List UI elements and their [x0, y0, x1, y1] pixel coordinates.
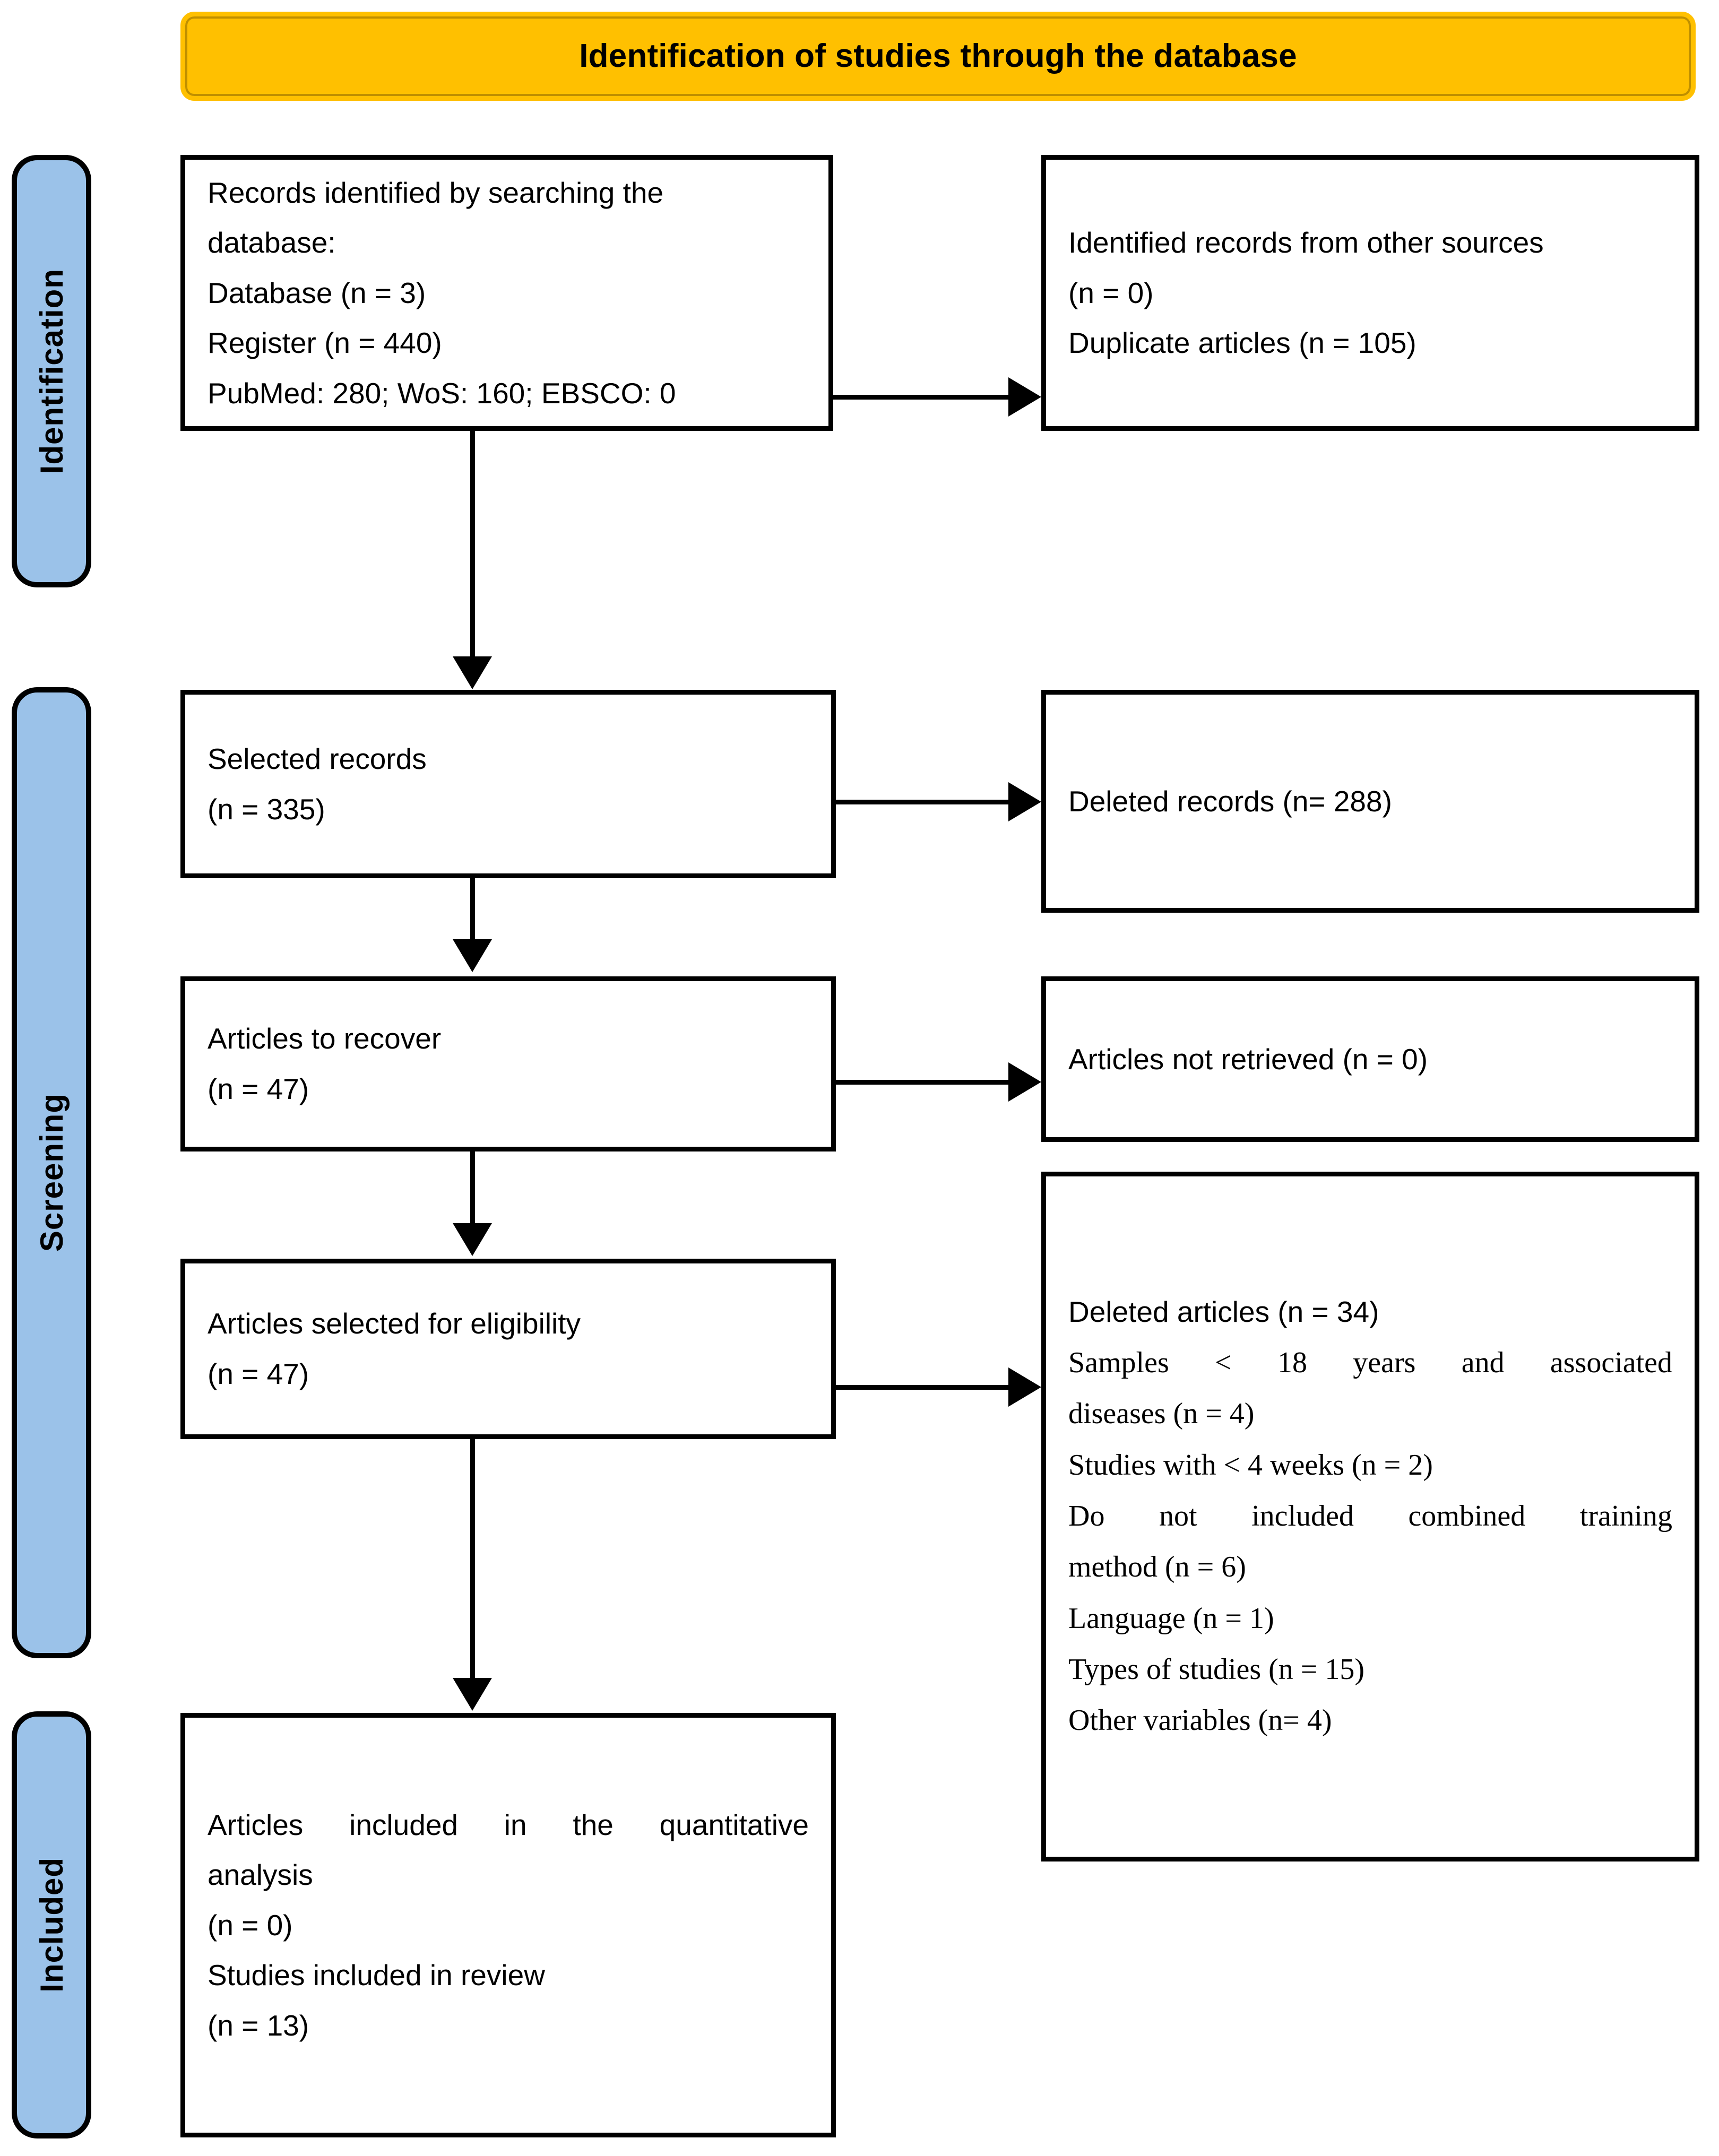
stage-rail-identification-label: Identification: [33, 268, 70, 474]
box-records-identified: Records identified by searching the data…: [180, 155, 833, 431]
box-line-heading: Deleted articles (n = 34): [1068, 1295, 1379, 1329]
arrowhead-right: [1008, 1367, 1041, 1407]
arrowhead-down: [453, 1678, 492, 1711]
box-deleted-records: Deleted records (n= 288): [1041, 690, 1699, 913]
box-articles-not-retrieved: Articles not retrieved (n = 0): [1041, 976, 1699, 1142]
connector-eligibility-to-deleted-articles: [836, 1385, 1008, 1390]
box-line: (n = 0): [208, 1908, 293, 1942]
connector-identified-to-other-sources: [833, 395, 1008, 400]
stage-rail-included-label: Included: [33, 1857, 70, 1993]
box-articles-selected-for-eligibility: Articles selected for eligibility (n = 4…: [180, 1259, 836, 1439]
arrowhead-right: [1008, 377, 1041, 417]
connector-recover-to-eligibility: [470, 1151, 475, 1223]
stage-rail-included: Included: [12, 1711, 91, 2138]
box-selected-records: Selected records (n = 335): [180, 690, 836, 878]
connector-recover-to-not-retrieved: [836, 1080, 1008, 1085]
box-line: Selected records: [208, 742, 427, 775]
box-line: PubMed: 280; WoS: 160; EBSCO: 0: [208, 376, 676, 410]
page-title: Identification of studies through the da…: [579, 37, 1297, 74]
arrowhead-right: [1008, 1062, 1041, 1102]
box-articles-to-recover: Articles to recover (n = 47): [180, 976, 836, 1151]
box-line: Articles to recover: [208, 1022, 442, 1055]
arrowhead-right: [1008, 782, 1041, 821]
connector-selected-to-recover: [470, 878, 475, 939]
box-deleted-articles: Deleted articles (n = 34) Samples < 18 y…: [1041, 1172, 1699, 1861]
box-line: Duplicate articles (n = 105): [1068, 326, 1416, 360]
connector-selected-to-deleted-records: [836, 800, 1008, 804]
box-line: method (n = 6): [1068, 1551, 1246, 1584]
stage-rail-screening-label: Screening: [33, 1093, 70, 1252]
box-line: Studies with < 4 weeks (n = 2): [1068, 1448, 1433, 1482]
box-line: analysis: [208, 1858, 313, 1892]
box-line: (n = 47): [208, 1072, 309, 1105]
box-line: Deleted records (n= 288): [1068, 784, 1392, 818]
connector-eligibility-to-included: [470, 1439, 475, 1678]
box-line: Records identified by searching the: [208, 176, 664, 209]
box-line: Studies included in review: [208, 1959, 545, 1992]
arrowhead-down: [453, 656, 492, 689]
box-line: Language (n = 1): [1068, 1601, 1274, 1635]
box-line: Register (n = 440): [208, 326, 442, 360]
header-banner: Identification of studies through the da…: [180, 12, 1696, 101]
box-identified-other-sources: Identified records from other sources (n…: [1041, 155, 1699, 431]
box-line: Samples < 18 years and associated: [1068, 1346, 1672, 1380]
box-line: (n = 0): [1068, 276, 1154, 309]
box-line: Database (n = 3): [208, 276, 426, 309]
box-line: Articles selected for eligibility: [208, 1307, 581, 1340]
box-line: Identified records from other sources: [1068, 226, 1544, 259]
box-line: Do not included combined training: [1068, 1499, 1672, 1532]
box-line: (n = 13): [208, 2008, 309, 2042]
box-line: Types of studies (n = 15): [1068, 1652, 1365, 1686]
connector-identified-to-selected: [470, 431, 475, 656]
box-line: (n = 47): [208, 1357, 309, 1390]
box-articles-included: Articles included in the quantitative an…: [180, 1713, 836, 2137]
stage-rail-screening: Screening: [12, 687, 91, 1658]
box-line: Articles included in the quantitative: [208, 1808, 809, 1841]
arrowhead-down: [453, 939, 492, 972]
arrowhead-down: [453, 1223, 492, 1256]
box-line: database:: [208, 226, 336, 259]
box-line: diseases (n = 4): [1068, 1397, 1255, 1431]
box-line: Articles not retrieved (n = 0): [1068, 1042, 1428, 1076]
box-line: (n = 335): [208, 792, 325, 826]
stage-rail-identification: Identification: [12, 155, 91, 587]
box-line: Other variables (n= 4): [1068, 1704, 1332, 1737]
